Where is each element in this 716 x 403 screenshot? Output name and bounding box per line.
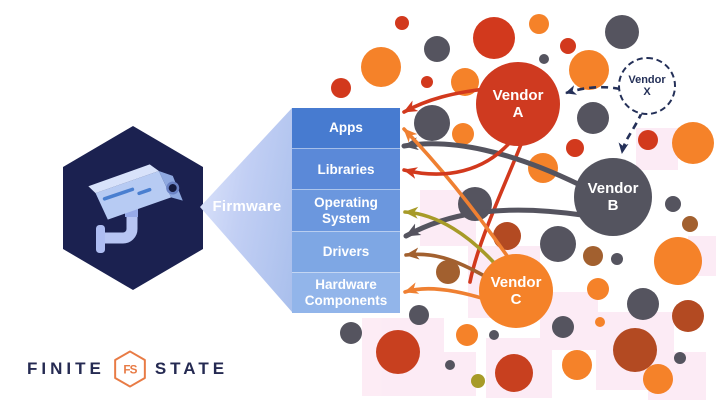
vendor-network-decor-circles (331, 14, 714, 394)
component-block-drivers: Drivers (292, 230, 400, 272)
logo-word-finite: FINITE (27, 359, 105, 378)
logo-word-state: STATE (154, 359, 229, 378)
vendor-c-circle: Vendor C (479, 254, 553, 328)
component-block-operating-system: Operating System (292, 189, 400, 231)
vendor-a-circle: Vendor A (476, 62, 560, 146)
finite-state-hexagon-icon: FS (114, 350, 146, 388)
firmware-component-stack: Apps Libraries Operating System Drivers … (292, 108, 400, 314)
security-camera-icon (88, 164, 183, 253)
firmware-label: Firmware (212, 198, 282, 215)
vendor-to-component-arrows (401, 86, 585, 302)
vendor-b-circle: Vendor B (574, 158, 652, 236)
svg-text:FS: FS (123, 364, 137, 377)
finite-state-logo: FINITE FS STATE (27, 349, 228, 389)
vendor-x-circle: Vendor X (618, 57, 676, 115)
vendor-x-dashed-arrows (565, 85, 644, 154)
component-block-apps: Apps (292, 108, 400, 149)
component-block-libraries: Libraries (292, 148, 400, 190)
component-block-hardware-components: Hardware Components (292, 271, 400, 314)
